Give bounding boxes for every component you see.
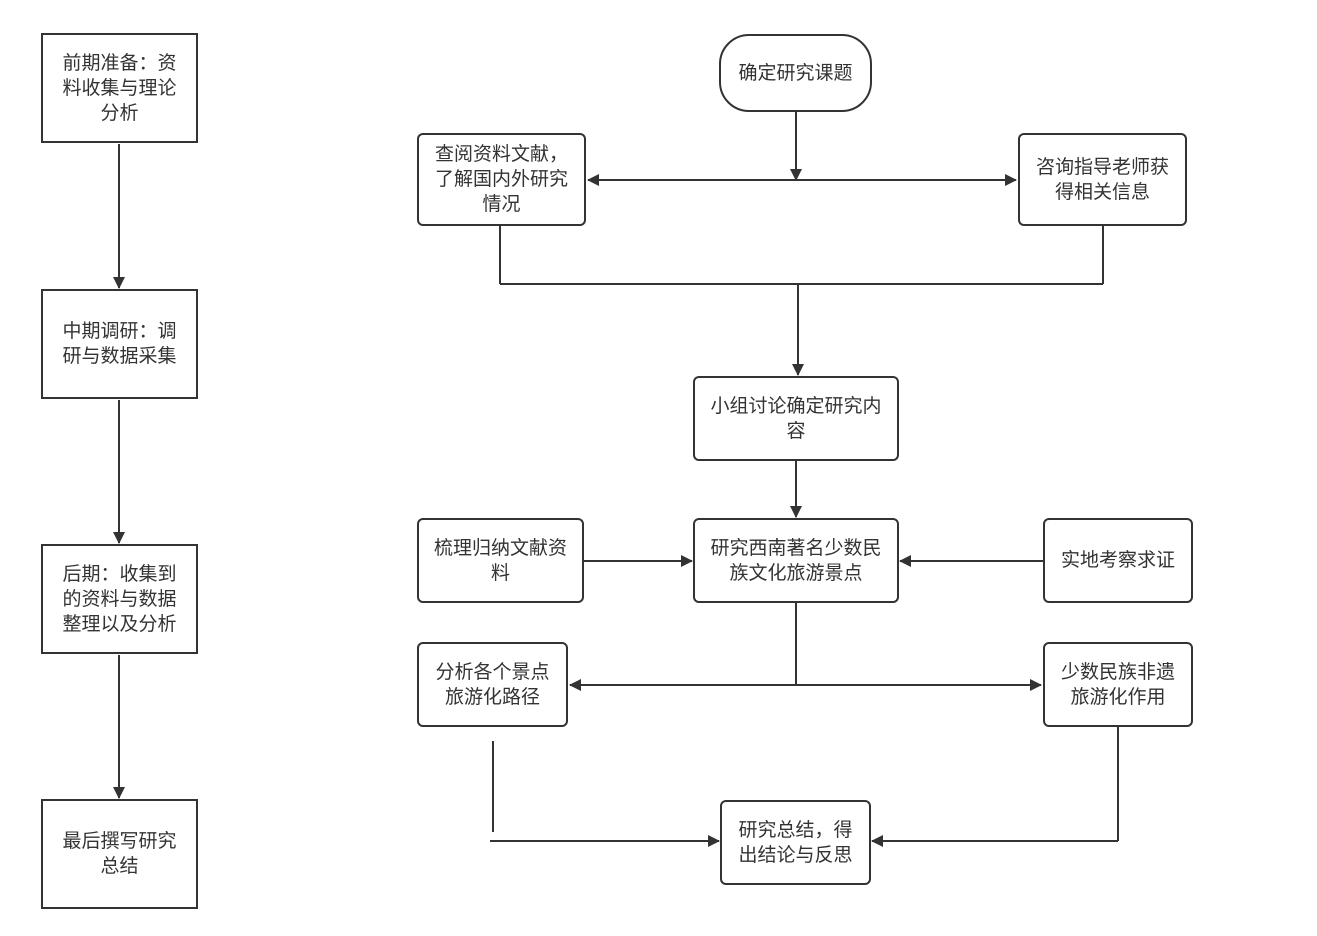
flow-node-conclusion: 研究总结，得出结论与反思 — [720, 800, 871, 885]
timeline-step-summary: 最后撰写研究总结 — [41, 799, 198, 909]
flow-node-field: 实地考察求证 — [1043, 518, 1193, 603]
timeline-step-label: 后期：收集到的资料与数据整理以及分析 — [62, 562, 177, 635]
flow-node-label: 梳理归纳文献资料 — [433, 536, 567, 584]
flow-node-label: 少数民族非遗旅游化作用 — [1060, 660, 1175, 708]
flow-node-label: 查阅资料文献，了解国内外研究情况 — [434, 143, 568, 215]
timeline-step-label: 前期准备：资料收集与理论分析 — [62, 51, 177, 124]
flow-node-sort: 梳理归纳文献资料 — [417, 518, 584, 603]
flow-node-label: 小组讨论确定研究内容 — [710, 394, 882, 442]
flow-node-label: 咨询指导老师获得相关信息 — [1035, 155, 1169, 203]
flow-node-main: 研究西南著名少数民族文化旅游景点 — [693, 518, 899, 603]
flow-node-role: 少数民族非遗旅游化作用 — [1043, 642, 1193, 727]
flow-node-tutor: 咨询指导老师获得相关信息 — [1018, 133, 1187, 226]
timeline-step-analysis: 后期：收集到的资料与数据整理以及分析 — [41, 544, 198, 654]
flow-node-start: 确定研究课题 — [719, 34, 872, 112]
timeline-step-prep: 前期准备：资料收集与理论分析 — [41, 33, 198, 143]
flow-node-discuss: 小组讨论确定研究内容 — [693, 376, 899, 461]
flow-node-label: 分析各个景点旅游化路径 — [435, 660, 550, 708]
timeline-step-label: 最后撰写研究总结 — [62, 830, 177, 877]
flow-node-label: 研究西南著名少数民族文化旅游景点 — [710, 536, 882, 584]
flow-node-label: 实地考察求证 — [1060, 549, 1175, 571]
flow-node-literature: 查阅资料文献，了解国内外研究情况 — [417, 133, 586, 226]
flow-node-label: 研究总结，得出结论与反思 — [738, 818, 853, 866]
flow-node-label: 确定研究课题 — [738, 61, 853, 84]
flow-node-paths: 分析各个景点旅游化路径 — [417, 642, 568, 727]
timeline-step-survey: 中期调研：调研与数据采集 — [41, 289, 198, 399]
timeline-step-label: 中期调研：调研与数据采集 — [62, 320, 177, 367]
